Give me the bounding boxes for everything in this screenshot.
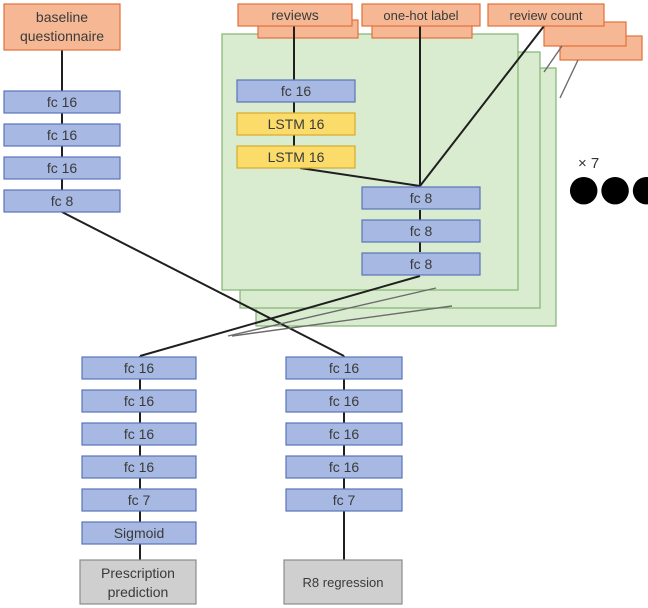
right-head-layer-1-box [285, 389, 403, 413]
edge-count-to-merge [419, 25, 545, 187]
baseline-layer-0-box [3, 90, 121, 114]
baseline-questionnaire-box [3, 3, 121, 51]
right-head-layer-3-label: fc 16 [329, 459, 360, 475]
review-layer-0-label: fc 16 [281, 83, 312, 99]
baseline-label-line1: baseline [36, 9, 88, 25]
left-head-layer-2-label: fc 16 [124, 426, 155, 442]
right-head-layer-4-label: fc 7 [333, 492, 356, 508]
review-layer-1-box [236, 112, 356, 136]
edge-count-shadow-2 [559, 59, 579, 99]
regression-head-stack: fc 16 fc 16 fc 16 fc 16 fc 7 [285, 356, 403, 512]
left-head-layer-3-label: fc 16 [124, 459, 155, 475]
baseline-layer-2-label: fc 16 [47, 160, 78, 176]
merge-layer-1-label: fc 8 [410, 223, 433, 239]
prescription-label-line2: prediction [108, 584, 169, 600]
baseline-layer-3-label: fc 8 [51, 193, 74, 209]
merge-layer-1-box [361, 219, 481, 243]
right-head-layer-4-box [285, 488, 403, 512]
output-nodes: Prescription prediction R8 regression [79, 559, 403, 605]
left-head-layer-2-box [81, 422, 197, 446]
merge-layer-0-box [361, 186, 481, 210]
merge-layer-2-label: fc 8 [410, 256, 433, 272]
left-head-layer-4-label: fc 7 [128, 492, 151, 508]
right-head-layer-0-label: fc 16 [329, 360, 360, 376]
left-head-layer-5-box [81, 521, 197, 545]
left-head-layer-1-label: fc 16 [124, 393, 155, 409]
merge-layer-0-label: fc 8 [410, 190, 433, 206]
edge-baseline-to-cross [61, 211, 345, 357]
baseline-layer-3-box [3, 189, 121, 213]
right-head-layer-3-box [285, 455, 403, 479]
left-head-layer-0-box [81, 356, 197, 380]
edge-merge-to-cross [139, 275, 421, 357]
prescription-output-box [79, 559, 197, 605]
edge-shadow-to-cross-2 [231, 305, 453, 337]
review-layer-2-label: LSTM 16 [268, 149, 325, 165]
review-layer-0-box [236, 79, 356, 103]
baseline-layer-2-box [3, 156, 121, 180]
review-layer-stack: fc 16 LSTM 16 LSTM 16 [236, 79, 356, 169]
edge-lstm-to-merge [299, 167, 421, 187]
input-nodes: baseline questionnaire reviews one-hot l… [3, 3, 605, 51]
right-head-layer-2-box [285, 422, 403, 446]
merge-fc-stack: fc 8 fc 8 fc 8 [361, 186, 481, 276]
baseline-layer-0-label: fc 16 [47, 94, 78, 110]
baseline-layer-1-label: fc 16 [47, 127, 78, 143]
ellipsis-dots: ●●● [568, 168, 648, 209]
r8-regression-output-box [283, 559, 403, 605]
left-head-layer-0-label: fc 16 [124, 360, 155, 376]
prescription-label-line1: Prescription [101, 565, 175, 581]
right-head-layer-1-label: fc 16 [329, 393, 360, 409]
review-layer-1-label: LSTM 16 [268, 116, 325, 132]
repeat-count-label: × 7 [578, 155, 599, 172]
prescription-head-stack: fc 16 fc 16 fc 16 fc 16 fc 7 Sigmoid [81, 356, 197, 545]
review-panel-stack [221, 33, 557, 327]
left-head-layer-4-box [81, 488, 197, 512]
edge-shadow-to-cross-1 [227, 287, 437, 337]
baseline-fc-stack: fc 16 fc 16 fc 16 fc 8 [3, 90, 121, 213]
r8-regression-label: R8 regression [303, 575, 384, 590]
edge-count-shadow-1 [543, 45, 563, 73]
merge-layer-2-box [361, 252, 481, 276]
onehot-label-box [361, 3, 481, 27]
left-head-layer-5-label: Sigmoid [114, 525, 165, 541]
baseline-label-line2: questionnaire [20, 28, 104, 44]
right-head-layer-0-box [285, 356, 403, 380]
review-count-label: review count [510, 8, 583, 23]
right-head-layer-2-label: fc 16 [329, 426, 360, 442]
review-layer-2-box [236, 145, 356, 169]
baseline-layer-1-box [3, 123, 121, 147]
left-head-layer-3-box [81, 455, 197, 479]
reviews-box [237, 3, 353, 27]
onehot-label: one-hot label [383, 8, 458, 23]
left-head-layer-1-box [81, 389, 197, 413]
reviews-label: reviews [271, 7, 318, 23]
review-count-box [487, 3, 605, 27]
